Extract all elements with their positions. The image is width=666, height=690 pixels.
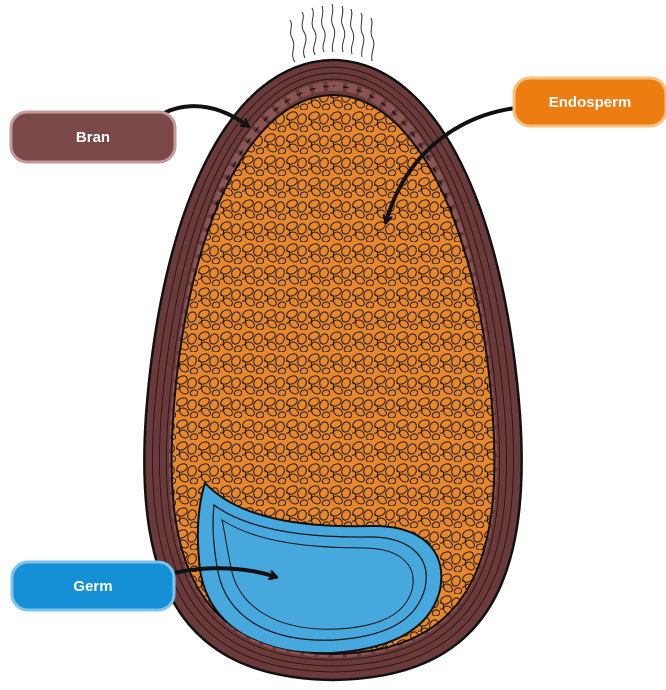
germ-label: Germ xyxy=(12,562,174,610)
endosperm-label: Endosperm xyxy=(514,78,666,126)
brush-hairs xyxy=(290,4,374,62)
germ-label-text: Germ xyxy=(73,578,112,595)
bran-label: Bran xyxy=(11,112,175,162)
endosperm-label-text: Endosperm xyxy=(549,94,632,111)
bran-label-text: Bran xyxy=(76,129,110,146)
